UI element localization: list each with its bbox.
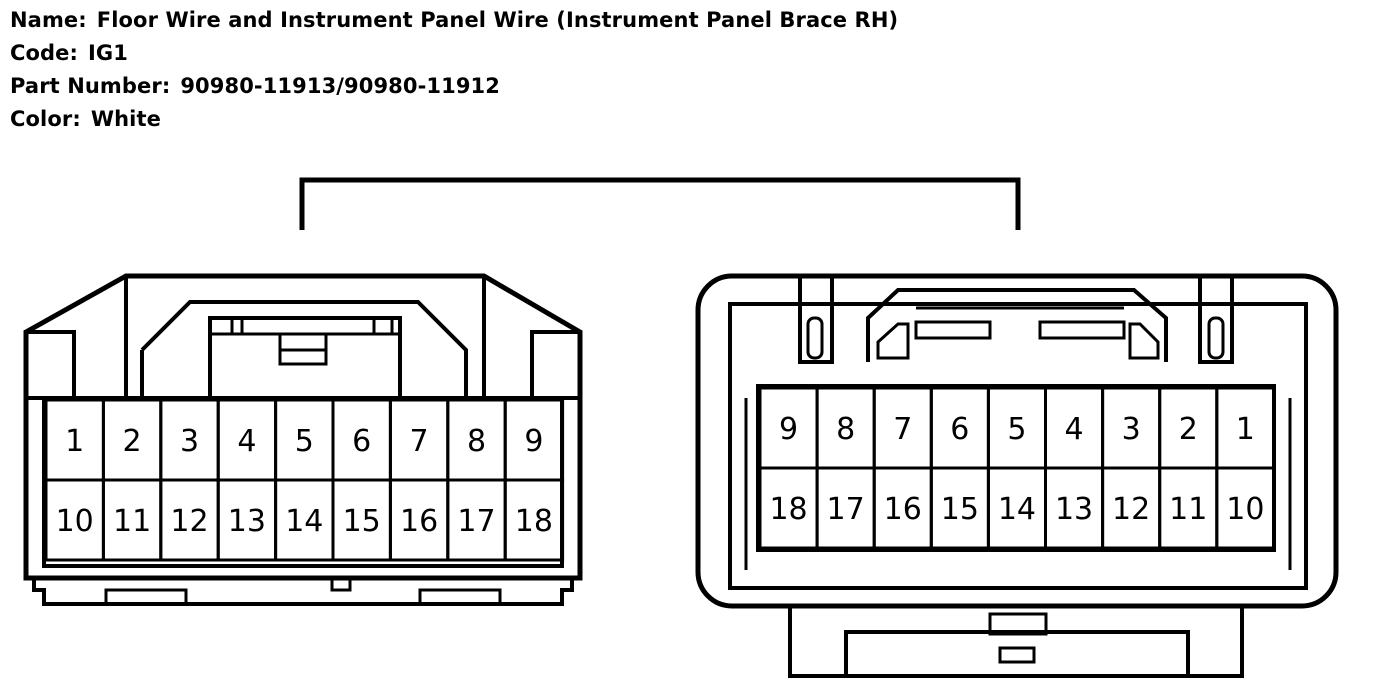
right-pin-number: 18: [769, 492, 807, 527]
right-pin-cells: 9 8 7 6 5 4 3 2 1 18 17 16 15 14 13 12 11 10: [758, 386, 1276, 550]
connector-info: Name: Floor Wire and Instrument Panel Wir…: [10, 4, 898, 136]
left-side-post-right: [530, 330, 582, 400]
left-pin-number: 16: [400, 504, 438, 539]
right-pin-number: 9: [779, 412, 798, 447]
right-pin-number: 15: [941, 492, 979, 527]
color-label: Color:: [10, 107, 81, 131]
part-number-line: Part Number: 90980-11913/90980-11912: [10, 70, 898, 103]
right-latch-wedge-right: [1128, 322, 1160, 360]
right-latch-bar-a: [914, 320, 992, 340]
right-pin-number: 3: [1122, 412, 1141, 447]
left-side-post-left: [24, 330, 76, 400]
left-bottom-notch-b: [418, 588, 502, 606]
right-connector: 9 8 7 6 5 4 3 2 1 18 17 16 15 14 13 12 11 10: [695, 273, 1339, 678]
left-pin-number: 9: [524, 424, 543, 459]
right-bottom-key-lower: [998, 646, 1036, 664]
right-pin-number: 16: [884, 492, 922, 527]
part-number-value: 90980-11913/90980-11912: [180, 74, 500, 98]
right-pin-number: 4: [1065, 412, 1084, 447]
left-pin-number: 14: [285, 504, 323, 539]
left-pin-number: 8: [467, 424, 486, 459]
left-latch-window: [208, 316, 402, 400]
left-pin-number: 1: [65, 424, 84, 459]
right-pin-number: 5: [1007, 412, 1026, 447]
left-pin-number: 13: [228, 504, 266, 539]
left-pin-number: 6: [352, 424, 371, 459]
code-line: Code: IG1: [10, 37, 898, 70]
left-bottom-key: [330, 576, 352, 592]
part-number-label: Part Number:: [10, 74, 171, 98]
left-pin-number: 18: [515, 504, 553, 539]
color-line: Color: White: [10, 103, 898, 136]
left-pin-number: 3: [180, 424, 199, 459]
right-latch: [866, 288, 1168, 362]
connection-bracket: [299, 177, 1021, 230]
name-line: Name: Floor Wire and Instrument Panel Wir…: [10, 4, 898, 37]
right-lock-tab-right: [1198, 276, 1234, 364]
right-lock-slot-right: [1207, 316, 1225, 360]
left-bottom-skirt: [32, 578, 574, 606]
left-pin-number: 2: [123, 424, 142, 459]
right-latch-wedge-left: [876, 322, 910, 360]
right-pin-number: 6: [950, 412, 969, 447]
left-pin-number: 11: [113, 504, 151, 539]
right-bottom-key: [988, 612, 1048, 636]
left-latch-tab-a: [230, 316, 244, 336]
right-pin-number: 14: [998, 492, 1036, 527]
left-pin-number: 10: [56, 504, 94, 539]
right-latch-bar-b: [1038, 320, 1126, 340]
left-latch-tab-b: [372, 316, 394, 336]
right-inner-housing: [728, 302, 1308, 590]
right-pin-number: 10: [1226, 492, 1264, 527]
right-pin-number: 7: [893, 412, 912, 447]
right-pin-cavity: [1215, 466, 1276, 550]
right-lock-slot-left: [806, 316, 824, 360]
left-pin-number: 5: [295, 424, 314, 459]
name-value: Floor Wire and Instrument Panel Wire (In…: [96, 8, 899, 32]
right-pin-number: 8: [836, 412, 855, 447]
code-label: Code:: [10, 41, 79, 65]
right-pin-number: 12: [1112, 492, 1150, 527]
left-pin-number: 7: [410, 424, 429, 459]
right-pin-number: 17: [827, 492, 865, 527]
left-bottom-notch-a: [104, 588, 188, 606]
right-pin-number: 11: [1169, 492, 1207, 527]
right-pin-number: 13: [1055, 492, 1093, 527]
left-pin-number: 4: [237, 424, 256, 459]
color-value: White: [90, 107, 161, 131]
left-collar: [124, 276, 486, 398]
code-value: IG1: [88, 41, 128, 65]
left-pin-number: 17: [457, 504, 495, 539]
left-pin-number: 15: [343, 504, 381, 539]
right-bottom-inner: [844, 630, 1190, 676]
right-connector-housing: [695, 273, 1339, 609]
right-pin-number: 2: [1179, 412, 1198, 447]
name-label: Name:: [10, 8, 87, 32]
left-pin-cavity: [503, 478, 565, 562]
left-pin-number: 12: [170, 504, 208, 539]
right-lock-tab-left: [798, 276, 834, 364]
right-pin-number: 1: [1236, 412, 1255, 447]
right-bottom-base: [788, 606, 1244, 678]
left-latch: [140, 300, 468, 398]
